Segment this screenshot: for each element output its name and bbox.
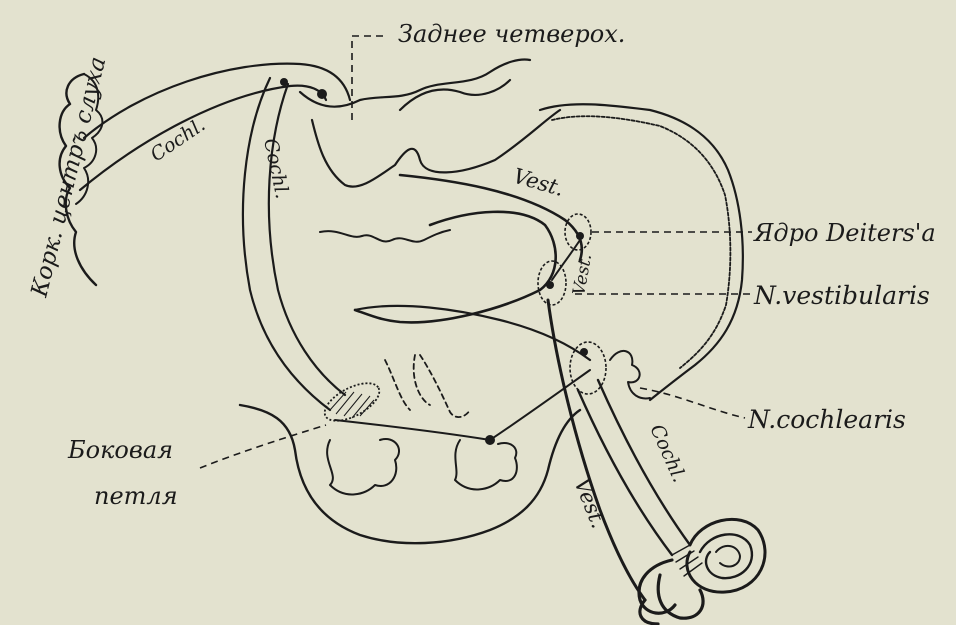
medulla-lobe-right xyxy=(455,440,517,489)
label-cochl-vertical: Cochl. xyxy=(259,136,293,200)
label-n-vestibularis: N.vestibularis xyxy=(753,281,930,310)
cochlear-neuron xyxy=(580,348,588,356)
label-vest-upper: Vest. xyxy=(511,164,567,201)
label-nucleus-deiters: Ядро Deiters'a xyxy=(753,219,936,247)
vestibular-neuron xyxy=(546,281,554,289)
medulla-top xyxy=(355,306,590,360)
cerebellum-folia xyxy=(540,104,743,400)
cochl-tract-vertical-inner xyxy=(269,84,345,395)
deiters-neuron xyxy=(576,232,584,240)
label-cochl-upper: Cochl. xyxy=(146,114,209,166)
colliculus-outline xyxy=(300,60,530,107)
label-lateral-lemniscus-2: петля xyxy=(94,482,178,510)
brainstem-wavy xyxy=(320,230,450,242)
colliculus-neuron-2 xyxy=(317,89,327,99)
medulla-outline xyxy=(240,405,580,543)
colliculus-branch xyxy=(400,80,510,110)
label-vest-middle: Vest. xyxy=(569,252,596,297)
leader-colliculus xyxy=(352,36,388,120)
label-vest-lower: Vest. xyxy=(569,475,611,532)
leader-cochlearis xyxy=(640,388,745,418)
label-cochl-lower: Cochl. xyxy=(645,421,690,486)
leader-lemniscus xyxy=(200,425,326,468)
dashed-decussation xyxy=(385,355,470,417)
trapezoid-fiber xyxy=(335,420,490,440)
label-cortex-center: Корк. центръ слуха xyxy=(26,54,111,300)
lateral-lemniscus-hatched xyxy=(319,376,385,429)
cochl-tract-vertical-outer xyxy=(243,78,330,410)
label-n-cochlearis: N.cochlearis xyxy=(747,405,906,434)
label-lateral-lemniscus-1: Боковая xyxy=(67,436,173,464)
cochlea-spiral xyxy=(672,519,765,592)
cochlear-ganglion xyxy=(610,351,650,398)
medulla-lobe-left xyxy=(327,439,399,494)
label-posterior-colliculus: Заднее четверох. xyxy=(398,20,625,48)
